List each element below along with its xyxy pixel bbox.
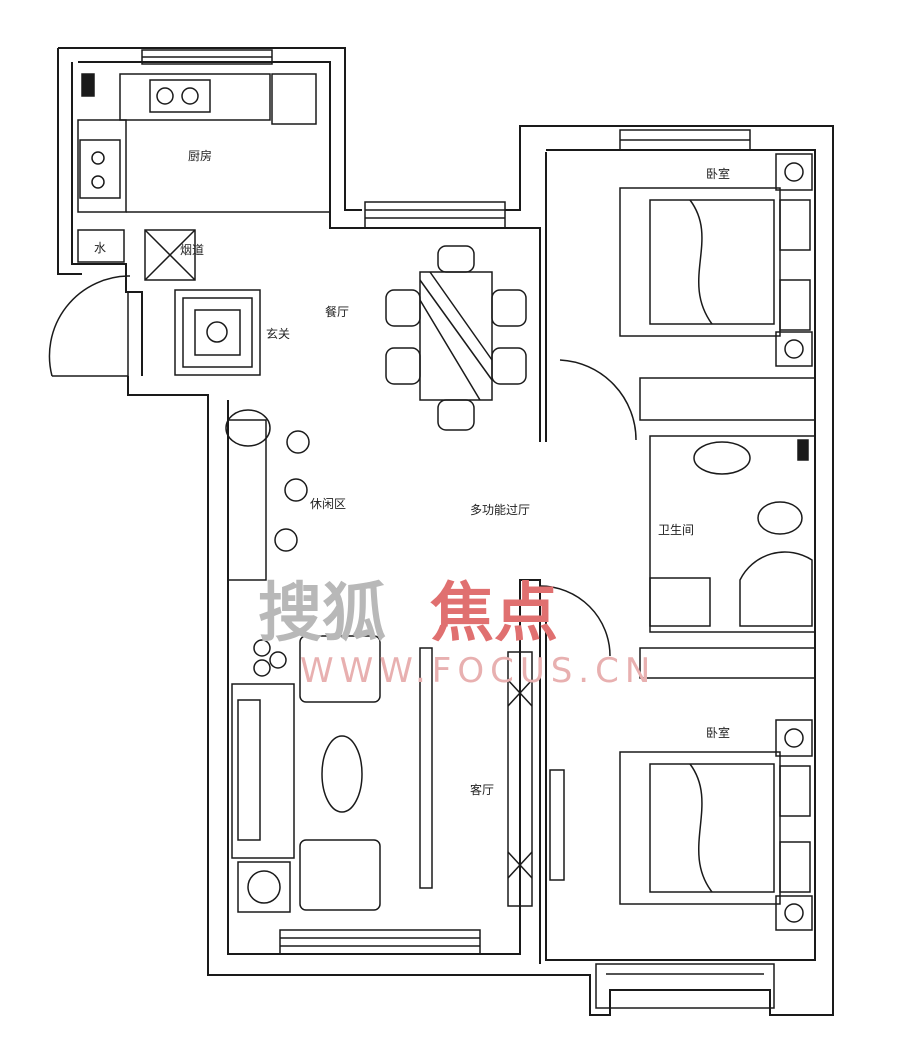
outer-walls (57, 47, 834, 1016)
label-bedroom-top: 卧室 (706, 166, 730, 181)
label-water: 水 (94, 241, 106, 255)
bathroom-fixtures (539, 435, 816, 679)
label-leisure: 休闲区 (310, 497, 346, 511)
watermark: 搜狐 焦点 WWW.FOCUS.CN (258, 577, 656, 691)
kitchen-fixtures (77, 73, 330, 213)
label-kitchen: 厨房 (188, 148, 212, 163)
label-living: 客厅 (470, 782, 494, 797)
label-dining: 餐厅 (325, 304, 349, 319)
entry-door (48, 275, 131, 377)
dining-set (385, 245, 527, 431)
label-bedroom-bottom: 卧室 (706, 725, 730, 740)
watermark-focus: 焦点 (430, 577, 558, 651)
watermark-sohu: 搜狐 (258, 577, 386, 651)
utility-shafts (77, 229, 196, 281)
bedroom-bottom-furniture (619, 719, 813, 931)
foyer-mat (174, 289, 261, 376)
bedroom-top-furniture (559, 153, 816, 441)
label-flue: 烟道 (180, 243, 204, 257)
room-labels: 厨房 水 烟道 玄关 餐厅 休闲区 多功能过厅 客厅 卧室 卫生间 卧室 (94, 148, 730, 797)
watermark-url: WWW.FOCUS.CN (300, 651, 656, 691)
leisure-furniture (225, 409, 310, 581)
windows (141, 49, 775, 1009)
label-bathroom: 卫生间 (658, 523, 694, 537)
label-foyer: 玄关 (266, 326, 290, 341)
living-furniture (231, 635, 533, 913)
label-multi-hall: 多功能过厅 (470, 503, 530, 517)
